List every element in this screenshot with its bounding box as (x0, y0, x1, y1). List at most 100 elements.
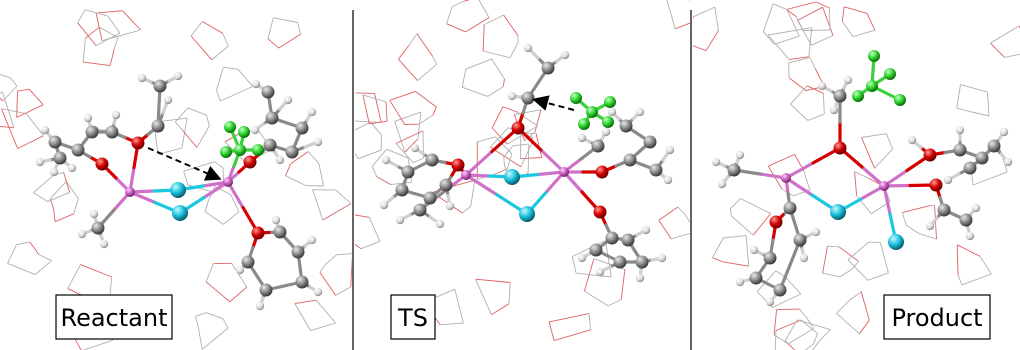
solvent-bond (841, 6, 845, 22)
solvent-bond (29, 241, 40, 255)
carbon-atom (295, 275, 309, 289)
solvent-bond (54, 213, 74, 223)
dashed-arrow (532, 95, 575, 111)
solvent-bond (670, 232, 690, 240)
solvent-bond (785, 276, 802, 295)
carbon-atom (833, 89, 847, 103)
solvent-bond (786, 1, 817, 10)
solvent-bond (934, 205, 937, 240)
oxygen-atom (451, 158, 465, 172)
solvent-bond (28, 88, 44, 106)
carbon-atom (291, 245, 305, 259)
carbon-atom (649, 163, 663, 177)
solvent-bond (196, 125, 210, 148)
solvent-bond (788, 62, 790, 78)
solvent-bond (675, 22, 690, 30)
solvent-bond (820, 329, 831, 341)
carbon-atom (623, 153, 637, 167)
hydrogen-atom (577, 253, 587, 263)
fluorine-atom (884, 68, 896, 80)
hydrogen-atom (111, 110, 121, 120)
hydrogen-atom (663, 175, 673, 185)
hydrogen-atom (735, 277, 745, 287)
solvent-bond (620, 269, 626, 300)
solvent-bond (808, 27, 813, 57)
solvent-bond (395, 143, 414, 164)
solvent-bond (319, 272, 336, 296)
label-box-reactant: Reactant (55, 294, 173, 340)
solvent-bond (231, 263, 248, 288)
hydrogen-atom (275, 155, 285, 165)
fluorine-atom (866, 80, 878, 92)
carbon-atom (727, 163, 741, 177)
oxygen-atom (923, 148, 937, 162)
solvent-bond (714, 7, 719, 31)
hydrogen-atom (445, 201, 455, 211)
solvent-bond (418, 114, 434, 125)
hydrogen-atom (250, 125, 260, 135)
solvent-bond (484, 14, 504, 26)
solvent-bond (362, 94, 370, 124)
hydrogen-atom (89, 209, 99, 219)
hydrogen-atom (641, 225, 651, 235)
carbon-atom (749, 271, 763, 285)
bond (464, 173, 499, 197)
solvent-bond (806, 317, 815, 329)
molecule (35, 71, 323, 311)
solvent-wireframe (693, 1, 1020, 350)
hydrogen-atom (379, 200, 389, 210)
solvent-bond (395, 130, 424, 144)
solvent-bond (319, 264, 326, 273)
solvent-bond (772, 293, 801, 308)
oxygen-atom (511, 121, 525, 135)
solvent-bond (182, 130, 198, 148)
solvent-bond (347, 134, 348, 143)
solvent-bond (335, 189, 352, 204)
fluorine-atom (220, 146, 232, 158)
solvent-bond (797, 319, 831, 331)
hydrogen-atom (595, 267, 605, 277)
solvent-bond (63, 172, 71, 193)
solvent-bond (503, 14, 519, 36)
oxygen-atom (833, 141, 847, 155)
solvent-bond (222, 318, 229, 329)
hydrogen-atom (435, 219, 445, 229)
solvent-bond (398, 58, 418, 81)
solvent-bond (216, 67, 224, 91)
solvent-bond (222, 33, 229, 47)
solvent-bond (979, 256, 992, 275)
solvent-bond (796, 16, 804, 31)
solvent-bond (524, 131, 536, 142)
carbon-atom (953, 143, 967, 157)
solvent-bond (752, 213, 772, 236)
solvent-bond (786, 9, 800, 37)
halide-atom (170, 182, 186, 198)
solvent-bond (584, 290, 609, 307)
hydrogen-atom (67, 163, 77, 173)
panel-reactant (0, 9, 352, 350)
solvent-bond (356, 92, 375, 94)
carbon-atom (937, 203, 951, 217)
solvent-bond (294, 303, 311, 331)
fluorine-atom (586, 106, 598, 118)
hydrogen-atom (735, 150, 745, 160)
solvent-bond (918, 233, 937, 240)
solvent-bond (206, 312, 224, 320)
fluorine-atom (252, 144, 264, 156)
solvent-bond (201, 327, 229, 350)
solvent-bond (784, 340, 796, 350)
carbon-atom (53, 151, 67, 165)
hydrogen-atom (255, 301, 265, 311)
solvent-bond (773, 309, 778, 336)
solvent-bond (740, 198, 764, 211)
solvent-bond (65, 181, 79, 199)
hydrogen-atom (965, 231, 975, 241)
solvent-bond (205, 281, 231, 303)
carbon-atom (423, 191, 437, 205)
solvent-bond (607, 299, 622, 307)
solvent-bond (535, 132, 543, 158)
solvent-bond (797, 6, 823, 21)
solvent-bond (729, 208, 732, 217)
solvent-bond (413, 157, 424, 164)
solvent-bond (204, 201, 209, 212)
